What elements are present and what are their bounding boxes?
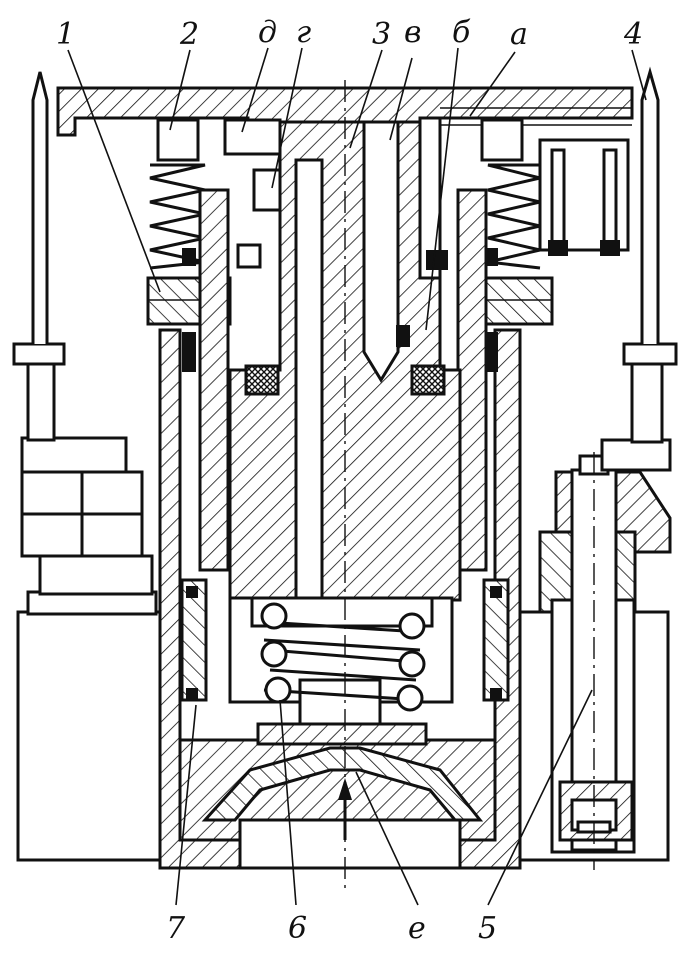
label-4: 4	[623, 17, 643, 52]
housing	[158, 328, 522, 870]
part-labels: 1 2 д г 3 в б а 4 7 6 е 5	[56, 15, 643, 946]
label-g: г	[296, 15, 311, 50]
label-d: д	[258, 15, 277, 50]
inner-sleeve	[180, 188, 510, 702]
label-e: е	[408, 911, 426, 946]
label-3: 3	[372, 17, 391, 52]
bellows	[149, 118, 630, 270]
piston	[223, 116, 462, 632]
label-1: 1	[56, 17, 75, 52]
right-fixture	[516, 66, 678, 870]
spring-chamber	[228, 596, 454, 746]
label-7: 7	[166, 911, 186, 946]
label-5: 5	[478, 911, 497, 946]
left-fixture	[12, 71, 165, 862]
leader-lines	[67, 47, 647, 906]
label-v: в	[404, 15, 421, 50]
label-2: 2	[179, 17, 199, 52]
label-6: 6	[288, 911, 307, 946]
label-b: б	[452, 15, 471, 50]
flow-arrow	[338, 778, 352, 840]
label-a: а	[510, 17, 528, 52]
